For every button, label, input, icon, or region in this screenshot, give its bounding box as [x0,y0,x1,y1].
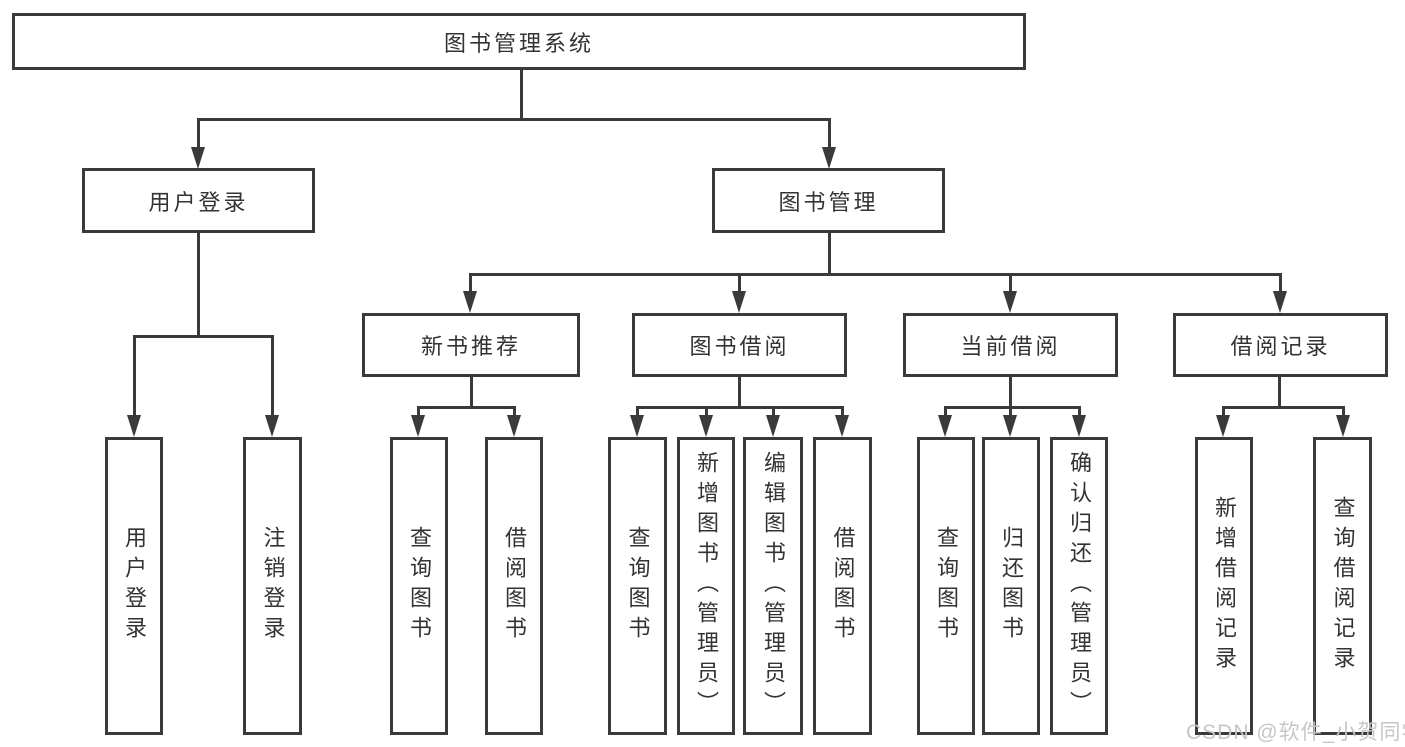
node-borrowing-records: 借阅记录 [1173,313,1388,377]
arrowhead-icon-current-return [1003,415,1017,437]
connector-new-book-branch [417,406,516,409]
connector-shaft-recommend-query [417,406,420,417]
node-new-book-recommend: 新书推荐 [362,313,580,377]
leaf-current-confirm-return-admin: 确认归还（管理员） [1050,437,1108,735]
connector-shaft-recommend-borrow [513,406,516,417]
connector-shaft-current-return [1009,406,1012,417]
arrowhead-icon-recommend-borrow [507,415,521,437]
connector-current-stem [1009,377,1012,406]
connector-shaft-current-query [944,406,947,417]
arrowhead-icon-login-leaf [127,415,141,437]
connector-shaft-user-login [197,118,200,150]
connector-root-stem [520,70,523,118]
leaf-records-add-record: 新增借阅记录 [1195,437,1253,735]
connector-book-borrowing-branch [636,406,844,409]
connector-book-mgmt-stem [828,233,831,273]
connector-user-login-stem [197,233,200,335]
connector-book-mgmt-branch [469,273,1282,276]
arrowhead-icon-current-query [938,415,952,437]
connector-shaft-borrowing-add [705,406,708,417]
connector-records-stem [1278,377,1281,406]
leaf-current-return-books: 归还图书 [982,437,1040,735]
connector-shaft-borrowing-borrow [841,406,844,417]
leaf-current-query-books: 查询图书 [917,437,975,735]
connector-shaft-borrow-records [1279,273,1282,293]
leaf-user-login: 用户登录 [105,437,163,735]
connector-current-branch [944,406,1081,409]
connector-shaft-borrowing-edit [772,406,775,417]
arrowhead-icon-recommend-query [411,415,425,437]
connector-book-borrowing-stem [738,377,741,406]
leaf-recommend-query-books: 查询图书 [390,437,448,735]
arrowhead-icon-records-add [1216,415,1230,437]
arrowhead-icon-current-borrowing [1003,291,1017,313]
connector-shaft-current-borrowing [1009,273,1012,293]
connector-shaft-borrowing-query [636,406,639,417]
node-current-borrowing: 当前借阅 [903,313,1118,377]
arrowhead-icon-records-query [1336,415,1350,437]
connector-new-book-stem [470,377,473,406]
watermark: CSDN @软件_小贺同学 [1186,721,1405,744]
connector-shaft-current-confirm [1078,406,1081,417]
node-library-system: 图书管理系统 [12,13,1026,70]
arrowhead-icon-logout-leaf [265,415,279,437]
connector-shaft-book-management [828,118,831,150]
connector-shaft-logout-leaf [271,335,274,417]
connector-shaft-new-book [469,273,472,293]
connector-shaft-book-borrowing [738,273,741,293]
leaf-records-query-record: 查询借阅记录 [1313,437,1372,735]
arrowhead-icon-borrowing-add [699,415,713,437]
connector-user-login-branch [133,335,274,338]
arrowhead-icon-borrow-records [1273,291,1287,313]
leaf-borrowing-edit-books-admin: 编辑图书（管理员） [743,437,803,735]
arrowhead-icon-book-borrowing [732,291,746,313]
arrowhead-icon-borrowing-query [630,415,644,437]
connector-shaft-records-query [1342,406,1345,417]
leaf-borrowing-query-books: 查询图书 [608,437,667,735]
leaf-borrowing-borrow-books: 借阅图书 [813,437,872,735]
arrowhead-icon-book-management [822,147,836,169]
node-book-management: 图书管理 [712,168,945,233]
connector-shaft-login-leaf [133,335,136,417]
arrowhead-icon-borrowing-edit [766,415,780,437]
node-user-login: 用户登录 [82,168,315,233]
arrowhead-icon-user-login [191,147,205,169]
connector-records-branch [1222,406,1345,409]
node-book-borrowing: 图书借阅 [632,313,847,377]
leaf-borrowing-add-books-admin: 新增图书（管理员） [677,437,735,735]
leaf-recommend-borrow-books: 借阅图书 [485,437,543,735]
arrowhead-icon-current-confirm [1072,415,1086,437]
connector-root-branch [197,118,831,121]
connector-shaft-records-add [1222,406,1225,417]
arrowhead-icon-new-book [463,291,477,313]
leaf-logout: 注销登录 [243,437,302,735]
arrowhead-icon-borrowing-borrow [835,415,849,437]
